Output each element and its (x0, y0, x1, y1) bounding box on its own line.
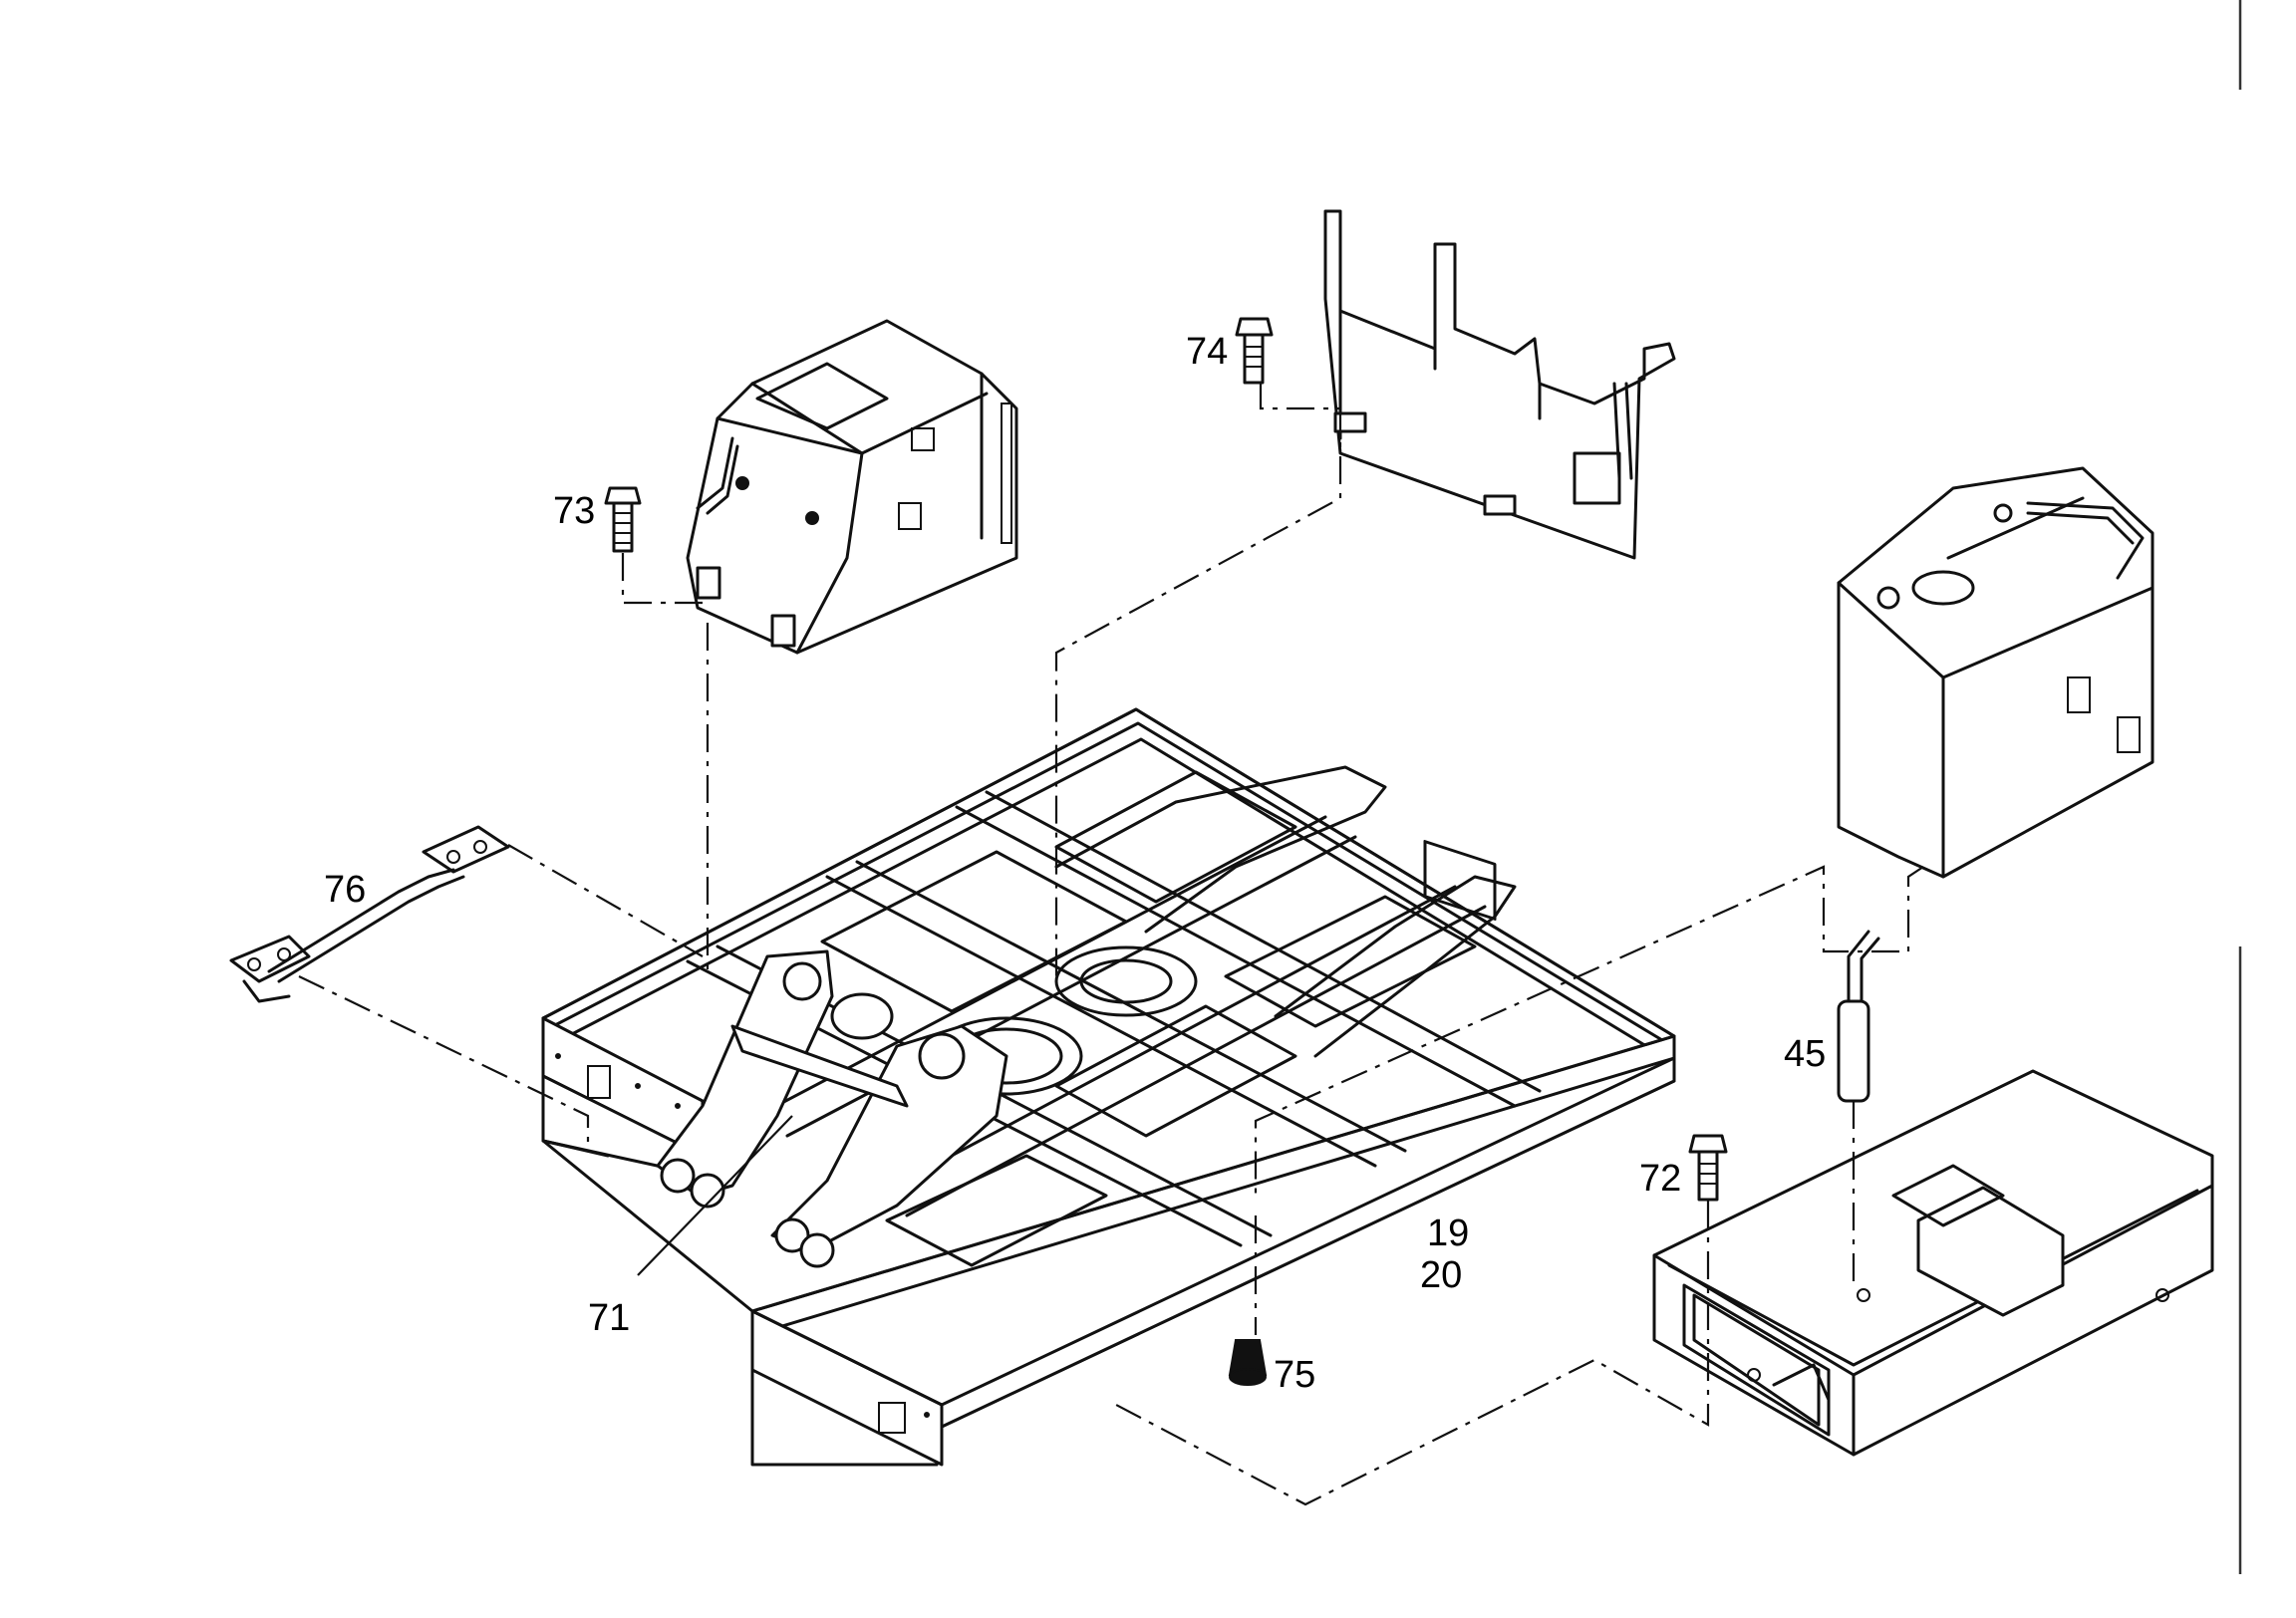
callout-71: 71 (588, 1297, 630, 1339)
assembly-leaders (298, 384, 1924, 1506)
bolt-72 (1688, 1134, 1728, 1202)
main-frame (541, 707, 1676, 1467)
tank-top-left (686, 319, 1018, 655)
callout-75: 75 (1274, 1354, 1315, 1396)
callout-76: 76 (324, 869, 366, 911)
callout-19: 19 (1427, 1213, 1469, 1254)
callout-73: 73 (553, 490, 595, 532)
callout-45: 45 (1784, 1033, 1826, 1075)
bolt-73 (604, 486, 642, 553)
link-bracket (229, 825, 510, 1003)
callout-pointers (637, 1115, 793, 1276)
callout-74: 74 (1186, 331, 1228, 373)
bolt-74 (1235, 317, 1274, 385)
filter-element (1837, 930, 1880, 1103)
callout-72: 72 (1639, 1158, 1681, 1200)
callout-20: 20 (1420, 1254, 1462, 1296)
boom-mount (656, 949, 1008, 1268)
bolt-75 (1228, 1339, 1268, 1386)
fuel-tank (1837, 466, 2154, 879)
battery-tray (1652, 1069, 2214, 1457)
bracket-plate (1323, 209, 1676, 921)
